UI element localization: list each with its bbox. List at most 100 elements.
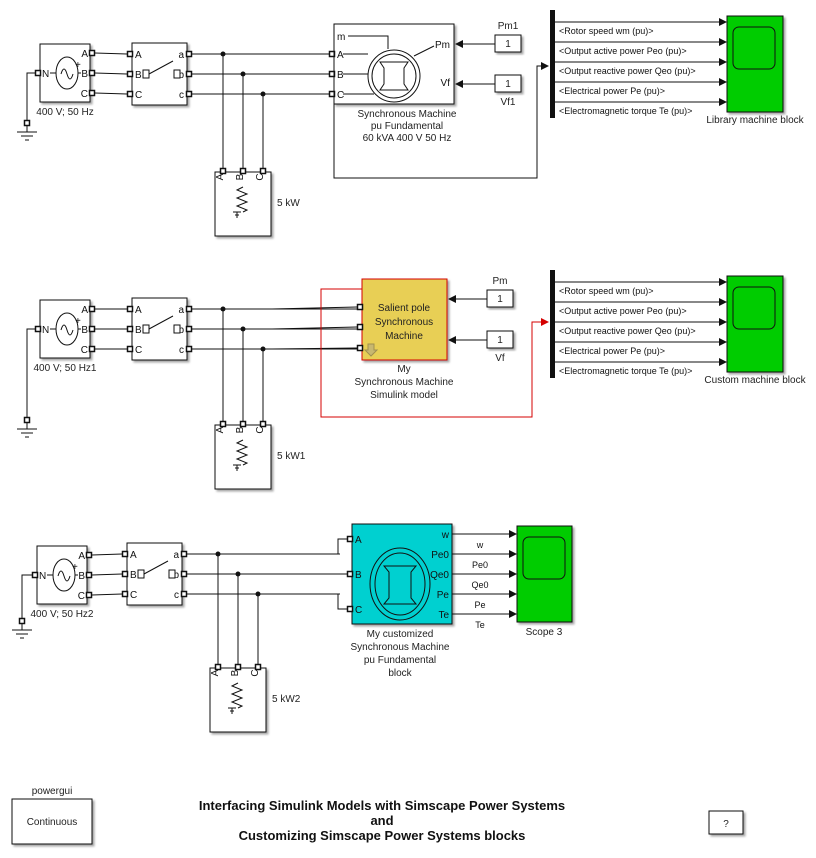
constant-block-Pm[interactable]: 1Pm bbox=[486, 276, 514, 308]
port-connector[interactable] bbox=[88, 69, 96, 77]
machine-rotor-icon bbox=[374, 552, 426, 616]
port-connector[interactable] bbox=[356, 323, 364, 331]
port-connector[interactable] bbox=[356, 344, 364, 352]
port-connector[interactable] bbox=[239, 167, 247, 175]
port-connector[interactable] bbox=[239, 420, 247, 428]
port-connector[interactable] bbox=[180, 570, 188, 578]
port-connector[interactable] bbox=[121, 550, 129, 558]
source-block-body[interactable] bbox=[39, 299, 91, 359]
help-button-body[interactable] bbox=[708, 810, 744, 835]
source-block-body[interactable] bbox=[39, 43, 91, 103]
bus-selector-bar[interactable] bbox=[550, 10, 555, 118]
port-connector[interactable] bbox=[346, 605, 354, 613]
signal-label-4: <Electromagnetic torque Te (pu)> bbox=[559, 366, 692, 376]
port-connector[interactable] bbox=[126, 50, 134, 58]
port-label-b: b bbox=[178, 70, 184, 81]
port-connector[interactable] bbox=[88, 325, 96, 333]
port-connector[interactable] bbox=[180, 590, 188, 598]
port-connector[interactable] bbox=[31, 571, 39, 579]
port-connector[interactable] bbox=[219, 167, 227, 175]
port-connector[interactable] bbox=[85, 571, 93, 579]
port-connector[interactable] bbox=[121, 590, 129, 598]
port-connector[interactable] bbox=[185, 90, 193, 98]
port-connector[interactable] bbox=[23, 416, 31, 424]
scope-body[interactable] bbox=[516, 525, 573, 623]
bus-selector[interactable] bbox=[550, 10, 555, 118]
port-label-Pe: Pe bbox=[437, 590, 450, 601]
port-connector[interactable] bbox=[126, 345, 134, 353]
port-connector[interactable] bbox=[34, 325, 42, 333]
port-connector[interactable] bbox=[88, 89, 96, 97]
port-connector[interactable] bbox=[214, 663, 222, 671]
pole-icon bbox=[382, 565, 418, 605]
port-label-B: B bbox=[235, 426, 246, 433]
help-button[interactable]: ? bbox=[708, 810, 744, 835]
source-block-body[interactable] bbox=[36, 545, 88, 605]
scope-block[interactable]: Custom machine block bbox=[704, 275, 807, 386]
port-connector[interactable] bbox=[185, 305, 193, 313]
port-connector[interactable] bbox=[185, 70, 193, 78]
port-connector[interactable] bbox=[126, 305, 134, 313]
port-label-B: B bbox=[78, 571, 85, 582]
port-connector[interactable] bbox=[126, 70, 134, 78]
salient-pole-subsystem[interactable]: Salient poleSynchronousMachineMySynchron… bbox=[355, 278, 454, 401]
port-connector[interactable] bbox=[126, 90, 134, 98]
subsystem-body[interactable] bbox=[361, 278, 448, 361]
port-label-w: w bbox=[441, 530, 450, 541]
port-label-C: C bbox=[81, 89, 88, 100]
signal-label-0: <Rotor speed wm (pu)> bbox=[559, 26, 654, 36]
port-connector[interactable] bbox=[234, 663, 242, 671]
bus-selector[interactable] bbox=[550, 270, 555, 378]
port-connector[interactable] bbox=[126, 325, 134, 333]
port-connector[interactable] bbox=[185, 50, 193, 58]
port-connector[interactable] bbox=[346, 535, 354, 543]
port-connector[interactable] bbox=[346, 570, 354, 578]
plus-sign: + bbox=[72, 562, 78, 573]
contact-icon bbox=[142, 324, 150, 334]
port-connector[interactable] bbox=[254, 663, 262, 671]
scope-block[interactable]: Scope 3 bbox=[516, 525, 573, 638]
port-connector[interactable] bbox=[18, 617, 26, 625]
port-connector[interactable] bbox=[88, 305, 96, 313]
port-connector[interactable] bbox=[88, 345, 96, 353]
port-label-m: m bbox=[337, 32, 345, 43]
scope-body[interactable] bbox=[726, 15, 784, 113]
scope-block[interactable]: Library machine block bbox=[706, 15, 805, 126]
constant-value: 1 bbox=[505, 79, 511, 90]
port-connector[interactable] bbox=[85, 551, 93, 559]
port-connector[interactable] bbox=[185, 345, 193, 353]
port-connector[interactable] bbox=[88, 49, 96, 57]
port-connector[interactable] bbox=[121, 570, 129, 578]
port-connector[interactable] bbox=[356, 303, 364, 311]
scope-body[interactable] bbox=[726, 275, 784, 373]
port-connector[interactable] bbox=[259, 420, 267, 428]
powergui-body[interactable] bbox=[11, 798, 93, 845]
machine-body[interactable] bbox=[333, 23, 455, 105]
port-connector[interactable] bbox=[185, 325, 193, 333]
port-connector[interactable] bbox=[259, 167, 267, 175]
port-connector[interactable] bbox=[34, 69, 42, 77]
port-connector[interactable] bbox=[180, 550, 188, 558]
port-label-A: A bbox=[210, 669, 221, 676]
port-connector[interactable] bbox=[85, 591, 93, 599]
bus-signal-lines: <Rotor speed wm (pu)><Output active powe… bbox=[555, 278, 727, 376]
port-connector[interactable] bbox=[23, 119, 31, 127]
bus-selector-bar[interactable] bbox=[550, 270, 555, 378]
constant-block-Vf[interactable]: 1Vf bbox=[486, 330, 514, 364]
port-connector[interactable] bbox=[219, 420, 227, 428]
